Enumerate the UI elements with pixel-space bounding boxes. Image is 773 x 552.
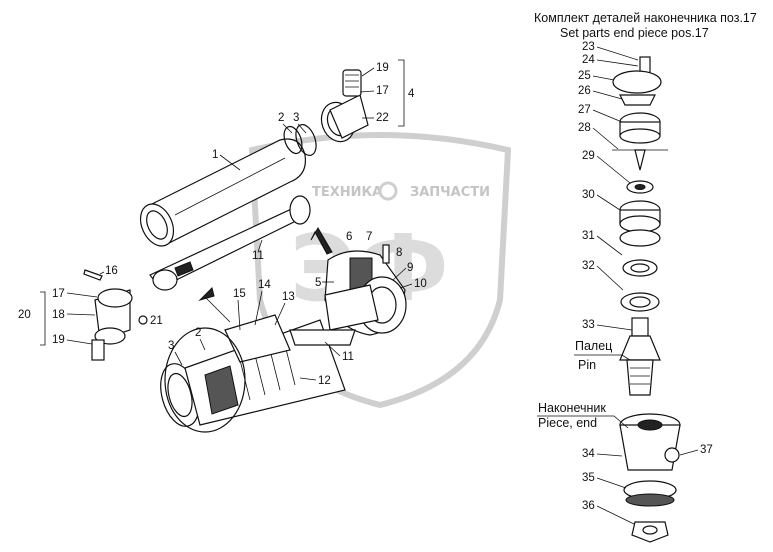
callout-29: 29 (582, 150, 595, 162)
callout-25: 25 (578, 70, 591, 82)
callout-17a: 17 (376, 85, 389, 97)
part-5-10-ball-joint (324, 244, 407, 336)
callout-17b: 17 (52, 288, 65, 300)
callout-14: 14 (258, 279, 271, 291)
part-12-15-steering-cylinder (160, 314, 356, 433)
callout-33: 33 (582, 319, 595, 331)
part-34-end-piece (619, 413, 681, 471)
callout-22: 22 (376, 112, 389, 124)
callout-15: 15 (233, 288, 246, 300)
callout-3b: 3 (168, 340, 174, 352)
part-32-ring (622, 259, 658, 277)
callout-28: 28 (578, 122, 591, 134)
part-32b-washer (620, 292, 660, 312)
callout-30: 30 (582, 189, 595, 201)
callout-37: 37 (700, 444, 713, 456)
part-37-grease-fitting (664, 447, 680, 463)
callouts: 1 2 3 4 19 17 22 6 7 8 9 10 5 11 16 17 1… (18, 41, 713, 525)
part-36-nut (631, 521, 669, 543)
part-31-bushing (619, 229, 661, 247)
callout-35: 35 (582, 472, 595, 484)
callout-7: 7 (366, 231, 372, 243)
callout-36: 36 (582, 500, 595, 512)
callout-32: 32 (582, 260, 595, 272)
assembly-arrows (198, 227, 333, 323)
callout-19a: 19 (376, 62, 389, 74)
end-caption-ru: Наконечник (538, 401, 606, 415)
callout-4: 4 (408, 88, 415, 100)
callout-11a: 11 (252, 250, 264, 262)
callout-24: 24 (582, 54, 595, 66)
callout-20: 20 (18, 309, 31, 321)
kit-caption-en: Set parts end piece pos.17 (560, 26, 709, 40)
callout-12: 12 (318, 375, 331, 387)
part-17-20-end-assembly (40, 269, 148, 361)
callout-3: 3 (293, 112, 299, 124)
kit-caption-ru: Комплект деталей наконечника поз.17 (534, 11, 757, 25)
part-1-cover-tube (139, 138, 307, 247)
callout-13: 13 (282, 291, 295, 303)
pin-caption-en: Pin (578, 358, 596, 372)
callout-21: 21 (150, 315, 163, 327)
pin-caption-ru: Палец (575, 339, 612, 353)
watermark-gear-icon (378, 181, 398, 201)
callout-23: 23 (582, 41, 595, 53)
callout-11b: 11 (342, 351, 354, 363)
part-11-tie-rod (149, 195, 311, 291)
part-33-pin (619, 317, 661, 396)
watermark-text-right: ЗАПЧАСТИ (410, 185, 490, 200)
callout-34: 34 (582, 448, 595, 460)
part-2-ring (283, 125, 303, 155)
callout-2: 2 (278, 112, 284, 124)
callout-31: 31 (582, 230, 595, 242)
part-4-boot-assembly (320, 59, 405, 143)
callout-1: 1 (212, 149, 218, 161)
callout-19b: 19 (52, 334, 65, 346)
callout-27: 27 (578, 104, 591, 116)
end-caption-en: Piece, end (538, 416, 597, 430)
watermark-text-left: ТЕХНИКА (312, 185, 382, 200)
part-25-cap (612, 70, 662, 94)
callout-6: 6 (346, 231, 352, 243)
callout-16: 16 (105, 265, 118, 277)
callout-26: 26 (578, 85, 591, 97)
callout-9: 9 (407, 262, 413, 274)
part-26-plate (619, 94, 656, 106)
part-3-ring (295, 124, 317, 156)
callout-8: 8 (396, 247, 402, 259)
kit-parts-column (612, 56, 681, 543)
part-3-ring-lower (164, 327, 246, 433)
callout-10: 10 (414, 278, 427, 290)
callout-5: 5 (315, 277, 321, 289)
callout-18: 18 (52, 309, 65, 321)
callout-2b: 2 (195, 327, 201, 339)
